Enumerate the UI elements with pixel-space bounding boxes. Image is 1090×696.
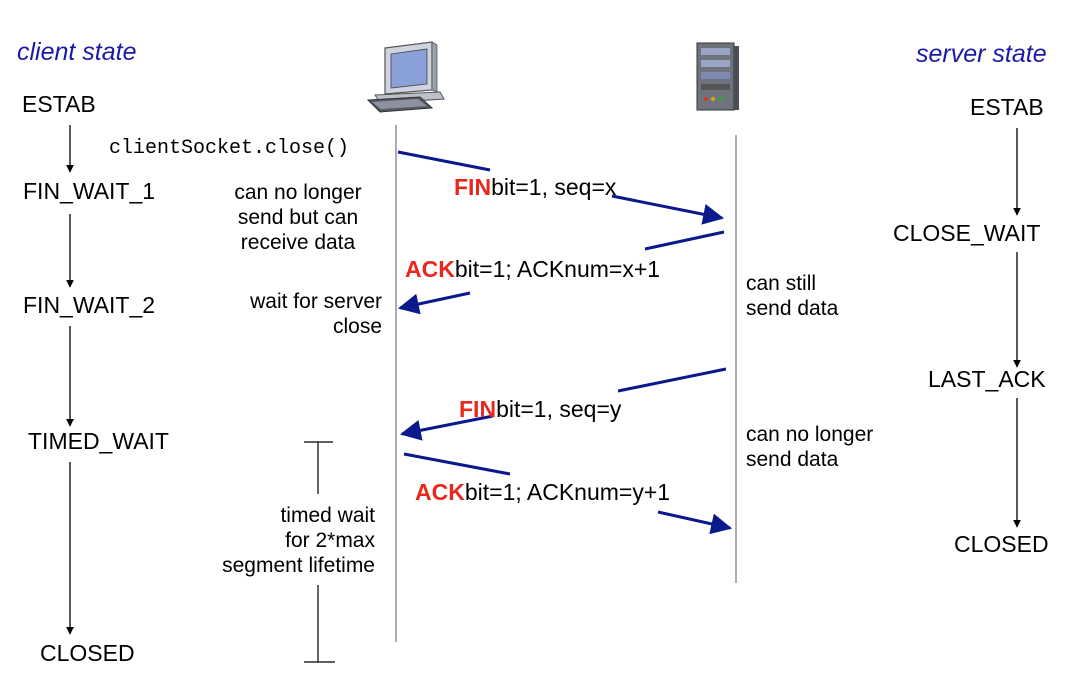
ack1-fields: bit=1; ACKnum=x+1	[454, 256, 661, 282]
note-wait-line-2: close	[332, 315, 382, 338]
client-state-estab: ESTAB	[22, 91, 96, 117]
note-cannot-send-line-1: can no longer	[234, 181, 362, 204]
fin1-fields: bit=1, seq=x	[491, 174, 617, 200]
note-nolonger-line-1: can no longer	[746, 423, 874, 446]
note-wait-line-1: wait for server	[250, 290, 382, 313]
note-still-line-1: can still	[746, 272, 817, 295]
note-wait-for-server: wait for server close	[210, 289, 382, 339]
note-nolonger-line-2: send data	[746, 448, 839, 471]
client-socket-close-call: clientSocket.close()	[109, 137, 350, 160]
fin1-keyword: FIN	[454, 174, 492, 200]
client-state-timed-wait: TIMED_WAIT	[28, 428, 169, 454]
fin2-fields: bit=1, seq=y	[496, 396, 622, 422]
note-timed-line-2: for 2*max	[285, 529, 375, 552]
ack2-fields: bit=1; ACKnum=y+1	[464, 479, 671, 505]
ack2-keyword: ACK	[415, 479, 465, 505]
fin1-arrow-head	[611, 194, 725, 225]
ack2-label: ACKbit=1; ACKnum=y+1	[415, 479, 670, 506]
client-state-fin-wait-2: FIN_WAIT_2	[23, 292, 156, 318]
ack2-arrow-tail	[403, 452, 511, 476]
fin2-label: FINbit=1, seq=y	[459, 396, 621, 423]
ack1-keyword: ACK	[405, 256, 455, 282]
fin1-label: FINbit=1, seq=x	[454, 174, 616, 201]
note-timed-line-1: timed wait	[280, 504, 375, 527]
server-state-closed: CLOSED	[954, 531, 1049, 557]
ack1-label: ACKbit=1; ACKnum=x+1	[405, 256, 660, 283]
server-state-last-ack: LAST_ACK	[928, 366, 1046, 392]
note-can-still-send: can still send data	[746, 271, 886, 321]
server-state-close-wait: CLOSE_WAIT	[893, 220, 1041, 246]
server-tower-icon	[696, 42, 739, 111]
note-cannot-send-line-2: send but can	[237, 206, 359, 229]
fin1-arrow-tail	[397, 150, 491, 172]
note-still-line-2: send data	[746, 297, 839, 320]
ack1-arrow-tail	[644, 230, 725, 251]
ack1-arrow-head	[397, 291, 471, 315]
server-state-header: server state	[916, 40, 1047, 68]
note-cannot-send-line-3: receive data	[240, 231, 356, 254]
note-timed-line-3: segment lifetime	[222, 554, 375, 577]
note-cannot-send: can no longer send but can receive data	[213, 180, 383, 255]
fin2-arrow-tail	[617, 367, 727, 393]
note-server-no-longer-send: can no longer send data	[746, 422, 906, 472]
client-state-header: client state	[17, 38, 137, 66]
client-state-closed: CLOSED	[40, 640, 135, 666]
note-timed-wait: timed wait for 2*max segment lifetime	[190, 503, 375, 578]
client-state-fin-wait-1: FIN_WAIT_1	[23, 178, 156, 204]
fin2-arrow-head	[399, 414, 494, 441]
ack2-arrow-head	[657, 510, 733, 535]
fin2-keyword: FIN	[459, 396, 497, 422]
desktop-computer-icon	[366, 41, 445, 113]
server-state-estab: ESTAB	[970, 94, 1044, 120]
